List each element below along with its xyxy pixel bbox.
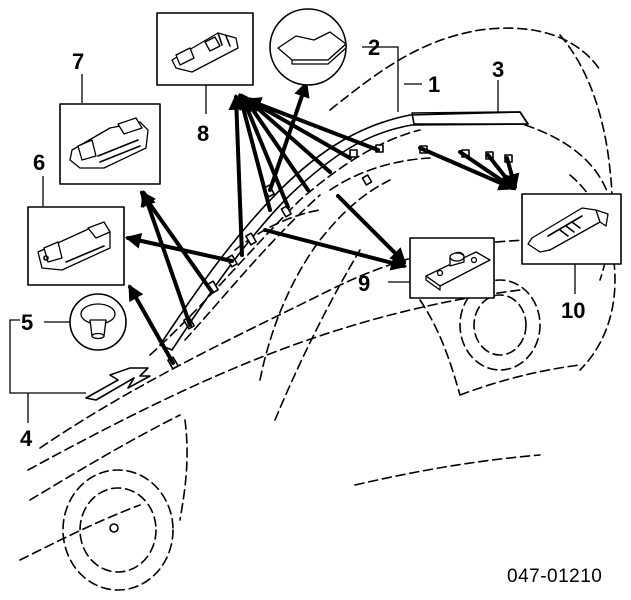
part-4-bracket <box>85 367 151 401</box>
part-10-inset <box>521 193 622 265</box>
part-2-inset <box>269 8 347 86</box>
car-body-outline <box>19 27 616 591</box>
callout-1: 1 <box>428 72 440 97</box>
callout-8: 8 <box>197 121 209 146</box>
callout-10: 10 <box>561 298 585 323</box>
callout-2: 2 <box>368 35 380 60</box>
part-7-inset <box>59 103 161 185</box>
part-5-inset <box>69 293 127 351</box>
pointer-arrows <box>124 80 520 365</box>
callout-6: 6 <box>33 150 45 175</box>
part-9-inset <box>409 237 495 299</box>
callout-5: 5 <box>21 310 33 335</box>
part-8-inset <box>156 12 254 86</box>
callout-3: 3 <box>492 57 504 82</box>
callout-9: 9 <box>358 271 370 296</box>
roof-garnish <box>159 111 529 351</box>
part-6-inset <box>27 206 125 286</box>
diagram-code: 047-01210 <box>507 566 602 587</box>
callout-numbers: 1 2 3 4 5 6 7 8 9 10 <box>20 35 585 451</box>
callout-4: 4 <box>20 426 33 451</box>
callout-7: 7 <box>72 49 84 74</box>
